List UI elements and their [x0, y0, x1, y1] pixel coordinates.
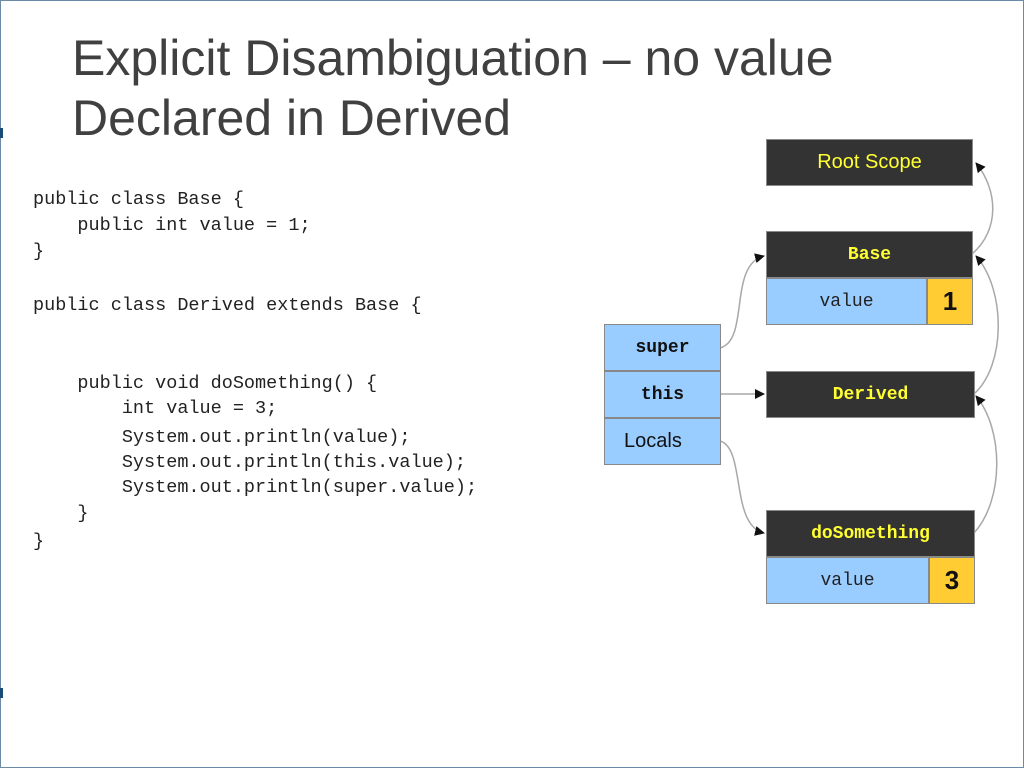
arrow-derived-to-base — [973, 255, 999, 395]
code-line-4: public class Derived extends Base { — [33, 295, 422, 316]
root-scope-label: Root Scope — [817, 151, 922, 173]
root-scope-box: Root Scope — [766, 139, 973, 186]
method-field-cell: value — [766, 557, 929, 604]
code-line-9: System.out.println(super.value); — [33, 477, 478, 498]
base-value: 1 — [942, 286, 958, 316]
frame-super-label: super — [635, 337, 690, 358]
frame-super-cell: super — [604, 324, 721, 371]
derived-scope-label: Derived — [832, 384, 909, 405]
code-line-8: System.out.println(this.value); — [33, 452, 466, 473]
arrow-super-to-base — [719, 253, 765, 349]
edge-marker-top — [0, 128, 3, 138]
frame-locals-label: Locals — [624, 430, 682, 452]
base-scope-label: Base — [847, 244, 892, 265]
slide-title: Explicit Disambiguation – no value Decla… — [72, 28, 834, 148]
code-line-6: int value = 3; — [33, 398, 278, 419]
method-scope-header: doSomething — [766, 510, 975, 557]
code-line-10: } — [33, 503, 89, 524]
base-field-cell: value — [766, 278, 927, 325]
code-line-3: } — [33, 241, 45, 262]
code-line-11: } — [33, 531, 45, 552]
edge-marker-bottom — [0, 688, 3, 698]
title-line-2: Declared in Derived — [72, 90, 512, 146]
arrow-base-to-root — [971, 162, 994, 255]
arrow-locals-to-method — [719, 440, 765, 536]
title-line-1: Explicit Disambiguation – no value — [72, 30, 834, 86]
method-value-cell: 3 — [929, 557, 975, 604]
base-value-cell: 1 — [927, 278, 973, 325]
code-line-1: public class Base { — [33, 189, 244, 210]
code-line-5: public void doSomething() { — [33, 373, 378, 394]
method-scope-label: doSomething — [811, 523, 930, 544]
arrow-method-to-derived — [973, 395, 998, 534]
base-field-label: value — [819, 291, 874, 312]
frame-this-cell: this — [604, 371, 721, 418]
code-line-2: public int value = 1; — [33, 215, 311, 236]
derived-scope-header: Derived — [766, 371, 975, 418]
code-line-7: System.out.println(value); — [33, 427, 411, 448]
frame-locals-cell: Locals — [604, 418, 721, 465]
method-field-label: value — [820, 570, 875, 591]
frame-this-label: this — [640, 384, 685, 405]
method-value: 3 — [944, 565, 960, 595]
base-scope-header: Base — [766, 231, 973, 278]
